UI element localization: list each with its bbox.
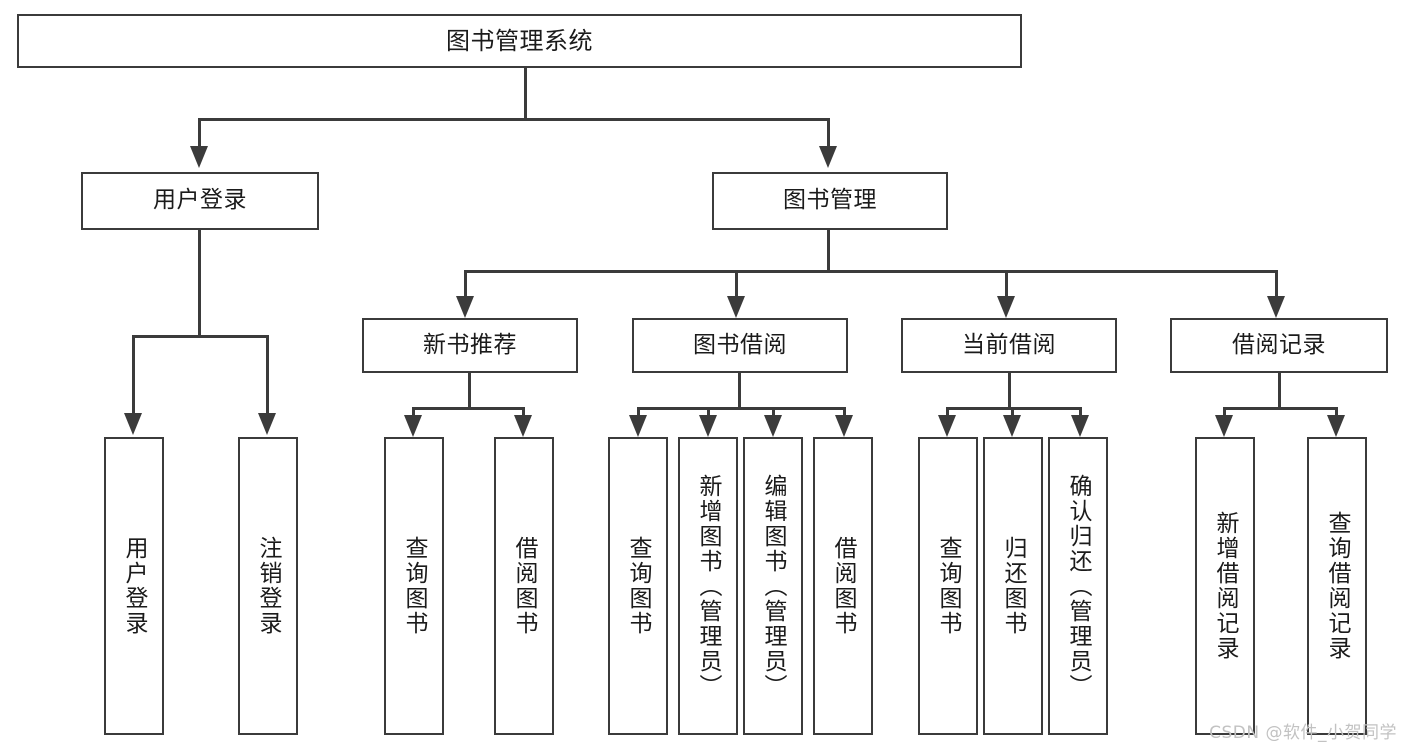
edge-leg-bb-edit <box>772 407 775 417</box>
edge-leg-current-borrow <box>1005 270 1008 298</box>
arrow-leaf-logout <box>258 413 276 435</box>
arrow-cb-confirm <box>1071 415 1089 437</box>
edge-borrow-record-bus <box>1223 407 1338 410</box>
leaf-bookborrow-query-book[interactable]: 查询图书 <box>608 437 668 735</box>
leaf-newbook-borrow-book[interactable]: 借阅图书 <box>494 437 554 735</box>
edge-leg-nb-query <box>412 407 415 417</box>
edge-leg-cb-query <box>946 407 949 417</box>
leaf-newbook-query-book[interactable]: 查询图书 <box>384 437 444 735</box>
arrow-user-login <box>190 146 208 168</box>
edge-leg-cb-confirm <box>1079 407 1082 417</box>
arrow-nb-query <box>404 415 422 437</box>
edge-current-borrow-stem <box>1008 373 1011 407</box>
leaf-borrowrecord-add-record[interactable]: 新增借阅记录 <box>1195 437 1255 735</box>
arrow-current-borrow <box>997 296 1015 318</box>
arrow-leaf-user-login <box>124 413 142 435</box>
arrow-br-add <box>1215 415 1233 437</box>
arrow-bb-query <box>629 415 647 437</box>
edge-user-login-bus <box>132 335 269 338</box>
csdn-watermark: CSDN @软件_小贺同学 <box>1209 723 1397 743</box>
edge-leg-cb-return <box>1011 407 1014 417</box>
arrow-bb-edit <box>764 415 782 437</box>
edge-leg-leaf-user-login <box>132 335 135 415</box>
edge-leg-borrow-record <box>1275 270 1278 298</box>
edge-leg-bb-query <box>637 407 640 417</box>
arrow-br-query <box>1327 415 1345 437</box>
arrow-book-borrow <box>727 296 745 318</box>
arrow-bb-add <box>699 415 717 437</box>
node-book-management[interactable]: 图书管理 <box>712 172 948 230</box>
edge-new-book-bus <box>412 407 525 410</box>
leaf-bookborrow-add-book-admin[interactable]: 新增图书（管理员） <box>678 437 738 735</box>
edge-new-book-stem <box>468 373 471 407</box>
edge-borrow-record-stem <box>1278 373 1281 407</box>
leaf-bookborrow-edit-book-admin[interactable]: 编辑图书（管理员） <box>743 437 803 735</box>
arrow-borrow-record <box>1267 296 1285 318</box>
edge-leg-br-query <box>1335 407 1338 417</box>
edge-leg-bb-add <box>707 407 710 417</box>
arrow-cb-query <box>938 415 956 437</box>
edge-root-stem <box>524 68 527 118</box>
leaf-borrowrecord-query-record[interactable]: 查询借阅记录 <box>1307 437 1367 735</box>
edge-level2-bus <box>198 118 830 121</box>
arrow-nb-borrow <box>514 415 532 437</box>
edge-user-login-stem <box>198 230 201 335</box>
leaf-currentborrow-query-book[interactable]: 查询图书 <box>918 437 978 735</box>
leaf-currentborrow-confirm-return-admin[interactable]: 确认归还（管理员） <box>1048 437 1108 735</box>
edge-level3-bus <box>464 270 1278 273</box>
edge-book-borrow-bus <box>637 407 846 410</box>
node-borrow-record[interactable]: 借阅记录 <box>1170 318 1388 373</box>
edge-leg-br-add <box>1223 407 1226 417</box>
node-root-library-management-system[interactable]: 图书管理系统 <box>17 14 1022 68</box>
leaf-currentborrow-return-book[interactable]: 归还图书 <box>983 437 1043 735</box>
edge-leg-book-borrow <box>735 270 738 298</box>
node-current-borrow[interactable]: 当前借阅 <box>901 318 1117 373</box>
leaf-logout[interactable]: 注销登录 <box>238 437 298 735</box>
leaf-user-login[interactable]: 用户登录 <box>104 437 164 735</box>
node-user-login[interactable]: 用户登录 <box>81 172 319 230</box>
edge-leg-bb-borrow <box>843 407 846 417</box>
edge-book-management-stem <box>827 230 830 270</box>
edge-leg-user-login <box>198 118 201 148</box>
edge-book-borrow-stem <box>738 373 741 407</box>
edge-leg-nb-borrow <box>522 407 525 417</box>
arrow-bb-borrow <box>835 415 853 437</box>
edge-current-borrow-bus <box>946 407 1082 410</box>
arrow-cb-return <box>1003 415 1021 437</box>
edge-leg-leaf-logout <box>266 335 269 415</box>
leaf-bookborrow-borrow-book[interactable]: 借阅图书 <box>813 437 873 735</box>
edge-leg-new-book <box>464 270 467 298</box>
arrow-new-book <box>456 296 474 318</box>
node-new-book-recommend[interactable]: 新书推荐 <box>362 318 578 373</box>
arrow-book-management <box>819 146 837 168</box>
edge-leg-book-management <box>827 118 830 148</box>
node-book-borrow[interactable]: 图书借阅 <box>632 318 848 373</box>
